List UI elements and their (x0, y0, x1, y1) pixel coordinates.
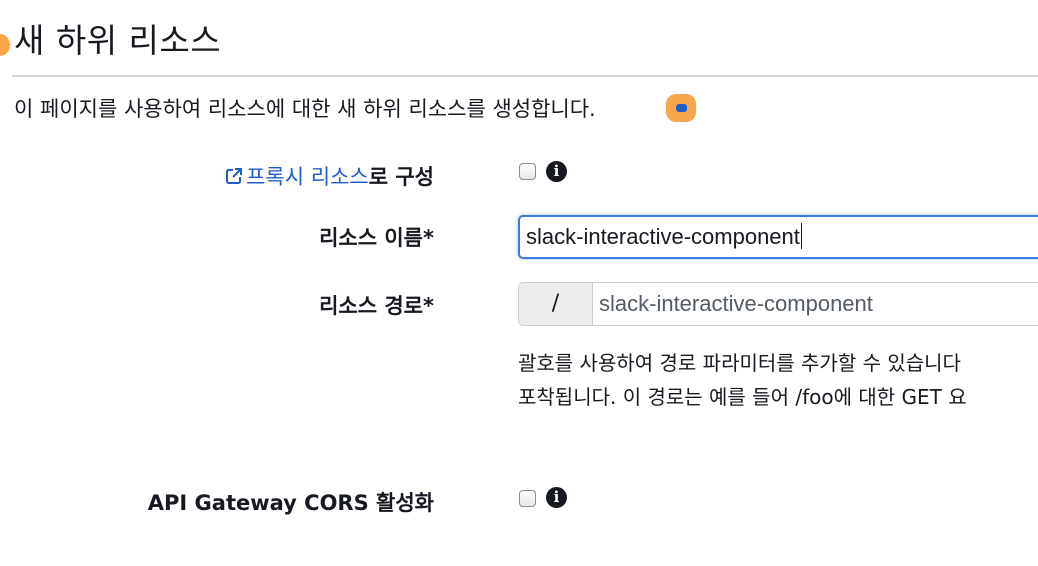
page-title: 새 하위 리소스 (14, 21, 222, 60)
resource-name-input[interactable]: slack-interactive-component (518, 215, 1038, 259)
proxy-resource-label: 프록시 리소스로 구성 (224, 161, 434, 191)
resource-path-help-line-2: 포착됩니다. 이 경로는 예를 들어 /foo에 대한 GET 요 (518, 385, 967, 409)
title-divider (12, 75, 1038, 77)
proxy-resource-link-text: 프록시 리소스 (246, 165, 369, 189)
info-icon[interactable]: i (546, 161, 567, 182)
resource-path-input[interactable]: slack-interactive-component (592, 282, 1038, 326)
highlight-marker-description (666, 94, 696, 122)
resource-path-label: 리소스 경로* (319, 294, 434, 318)
highlight-marker-core (675, 104, 687, 112)
proxy-resource-label-suffix: 로 구성 (368, 165, 434, 189)
resource-name-label: 리소스 이름* (319, 226, 434, 250)
proxy-resource-link[interactable]: 프록시 리소스 (224, 165, 369, 189)
cors-checkbox[interactable] (519, 490, 536, 507)
info-icon[interactable]: i (546, 487, 567, 508)
resource-path-help-line-1: 괄호를 사용하여 경로 파라미터를 추가할 수 있습니다 (518, 351, 961, 375)
external-link-icon (226, 168, 243, 184)
resource-path-prefix: / (518, 282, 592, 326)
proxy-resource-checkbox[interactable] (519, 163, 536, 180)
cors-label: API Gateway CORS 활성화 (147, 491, 434, 515)
highlight-marker-title (0, 34, 10, 56)
text-caret (800, 223, 802, 249)
page-description: 이 페이지를 사용하여 리소스에 대한 새 하위 리소스를 생성합니다. (14, 97, 596, 121)
resource-name-value: slack-interactive-component (526, 224, 800, 249)
